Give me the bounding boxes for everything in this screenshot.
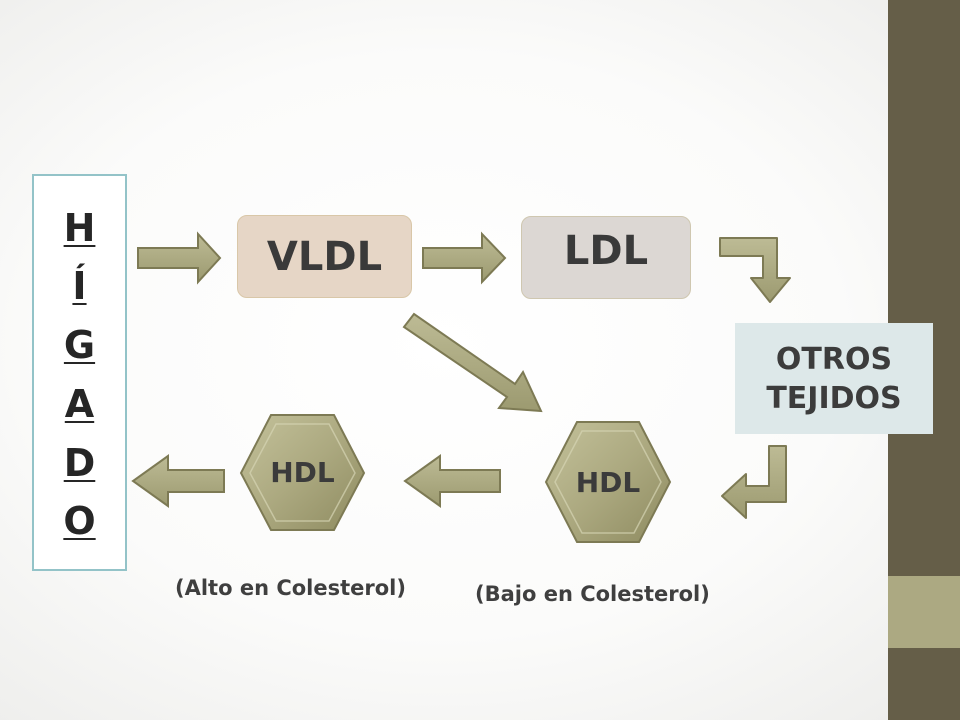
arrow-bent-otros-hdl	[721, 445, 787, 519]
flow-arrows	[131, 231, 791, 543]
liver-letter: G	[63, 323, 96, 368]
arrow-diagonal-vldl-hdl	[402, 312, 543, 413]
caption-bajo-colesterol: (Bajo en Colesterol)	[475, 582, 710, 606]
hdl-alto-node: HDL	[240, 414, 365, 530]
hdl-alto-label: HDL	[270, 455, 335, 489]
vldl-label: VLDL	[266, 233, 383, 280]
caption-alto-colesterol: (Alto en Colesterol)	[175, 576, 406, 600]
ldl-label: LDL	[563, 227, 649, 274]
otros-tejidos-box: OTROS TEJIDOS	[735, 323, 933, 434]
arrow-right-vldl-ldl	[422, 231, 507, 285]
arrow-right-liver-vldl	[137, 231, 222, 285]
arrow-bent-ldl-otros	[719, 237, 791, 303]
liver-letter: O	[63, 499, 96, 544]
hdl-bajo-node: HDL	[546, 422, 670, 542]
ldl-box: LDL	[521, 216, 691, 299]
liver-letter: Í	[72, 264, 87, 309]
arrow-left-hdl-hdl	[403, 454, 501, 508]
vldl-box: VLDL	[237, 215, 412, 298]
otros-line-2: TEJIDOS	[766, 380, 902, 416]
hexagon-hdl-bajo	[544, 421, 672, 543]
arrow-left-hdl-liver	[131, 454, 225, 508]
liver-letter: D	[63, 440, 96, 485]
hdl-bajo-label: HDL	[575, 465, 641, 499]
hexagon-hdl-alto	[239, 414, 366, 531]
liver-box: H Í G A D O	[32, 174, 127, 571]
liver-letter: H	[63, 205, 96, 250]
liver-letter: A	[64, 381, 95, 426]
otros-line-1: OTROS	[775, 341, 893, 377]
slide-side-accent	[888, 576, 960, 648]
